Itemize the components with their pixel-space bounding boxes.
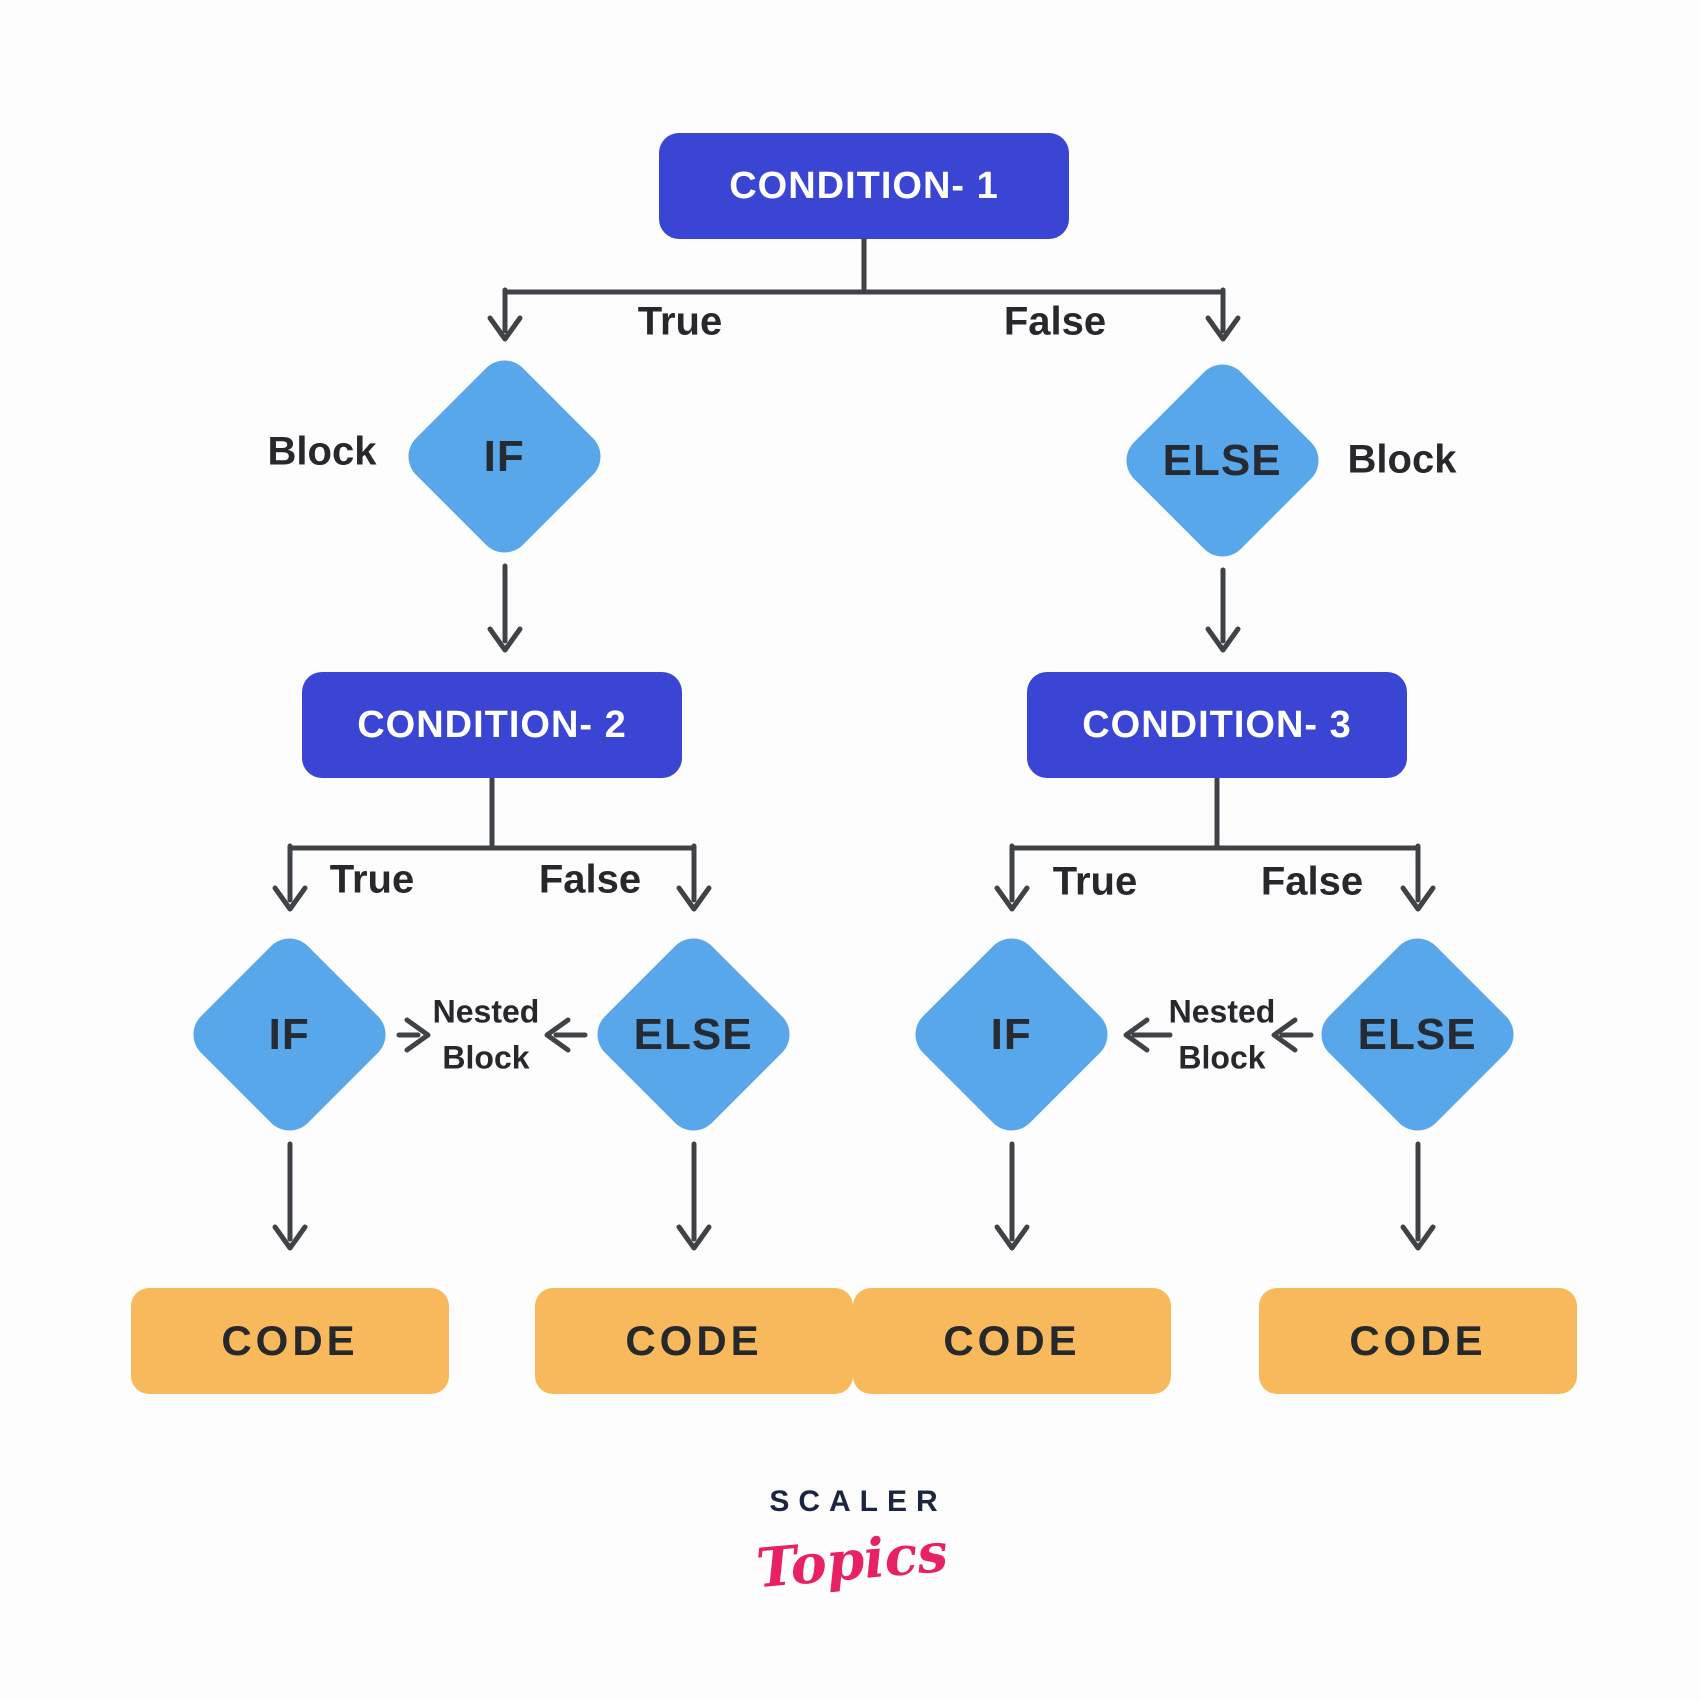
edge-else-code-4: [1400, 1141, 1436, 1251]
nested-word-left: Nested: [432, 993, 540, 1030]
edge-if-code-3: [994, 1141, 1030, 1251]
code-box-2: CODE: [535, 1288, 853, 1394]
edge-nestedblock-if-right: [1123, 1017, 1173, 1053]
edge-else-condition3: [1205, 567, 1241, 653]
logo-brand-text: SCALER: [769, 1485, 947, 1518]
false-label-right-subtree: False: [1260, 859, 1364, 904]
else-diamond-nested-right-label: ELSE: [1358, 1009, 1477, 1059]
edge-if-code-1: [272, 1141, 308, 1251]
block-label-else-top: Block: [1347, 437, 1457, 482]
edge-if-condition2: [487, 563, 523, 653]
code-box-4: CODE: [1259, 1288, 1577, 1394]
false-label-top: False: [1003, 299, 1107, 344]
block-word-left: Block: [442, 1040, 530, 1076]
edge-condition3-branch: [994, 776, 1436, 912]
block-label-if-top: Block: [267, 429, 377, 474]
code-box-3: CODE: [853, 1288, 1171, 1394]
block-word-right: Block: [1178, 1040, 1266, 1076]
edge-else-nestedblock-left: [544, 1017, 588, 1053]
true-label-left-subtree: True: [329, 857, 415, 902]
true-label-right-subtree: True: [1052, 859, 1138, 904]
if-diamond-nested-right-label: IF: [990, 1009, 1033, 1059]
else-diamond-nested-left-label: ELSE: [634, 1009, 753, 1059]
true-label-top: True: [637, 299, 723, 344]
if-diamond-top-label: IF: [483, 431, 526, 481]
edge-condition2-branch: [272, 776, 712, 912]
nested-word-right: Nested: [1168, 993, 1276, 1030]
condition-2-node: CONDITION- 2: [302, 672, 682, 778]
code-box-1: CODE: [131, 1288, 449, 1394]
edge-if-nestedblock-left: [396, 1017, 431, 1053]
edge-condition1-branch: [487, 236, 1241, 342]
else-diamond-top-label: ELSE: [1163, 435, 1282, 485]
false-label-left-subtree: False: [538, 857, 642, 902]
condition-1-node: CONDITION- 1: [659, 133, 1069, 239]
edge-else-nestedblock-right: [1271, 1017, 1314, 1053]
edge-else-code-2: [676, 1141, 712, 1251]
condition-3-node: CONDITION- 3: [1027, 672, 1407, 778]
if-diamond-nested-left-label: IF: [268, 1009, 311, 1059]
